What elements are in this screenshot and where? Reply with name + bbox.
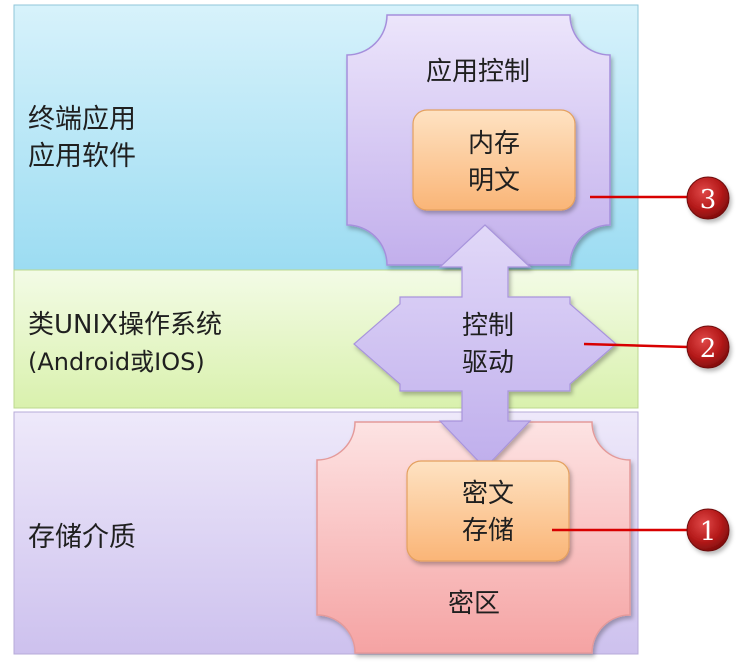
os-layer-label-line2: (Android或IOS)	[28, 348, 205, 376]
driver-label-line2: 驱动	[462, 348, 514, 378]
memory-plaintext-box	[412, 109, 576, 211]
marker-1: 1	[686, 508, 730, 552]
application-layer-label-line2: 应用软件	[28, 141, 136, 172]
connector-line-2	[583, 342, 689, 349]
ciphertext-storage-line1: 密文	[462, 479, 514, 509]
marker-3: 3	[686, 176, 730, 220]
marker-2-label: 2	[700, 334, 717, 364]
memory-plaintext-line2: 明文	[468, 166, 520, 196]
os-layer-label-line1: 类UNIX操作系统	[28, 310, 222, 340]
memory-plaintext-line1: 内存	[468, 129, 520, 159]
storage-layer-label: 存储介质	[28, 522, 136, 553]
marker-3-label: 3	[700, 185, 717, 215]
ciphertext-storage-line2: 存储	[462, 516, 514, 546]
marker-1-label: 1	[700, 517, 717, 547]
app-control-title: 应用控制	[426, 57, 530, 87]
driver-label-line1: 控制	[462, 311, 514, 341]
marker-2: 2	[686, 325, 730, 369]
ciphertext-storage-box	[406, 460, 570, 562]
secure-zone-title: 密区	[448, 589, 500, 619]
application-layer-label-line1: 终端应用	[28, 104, 136, 135]
